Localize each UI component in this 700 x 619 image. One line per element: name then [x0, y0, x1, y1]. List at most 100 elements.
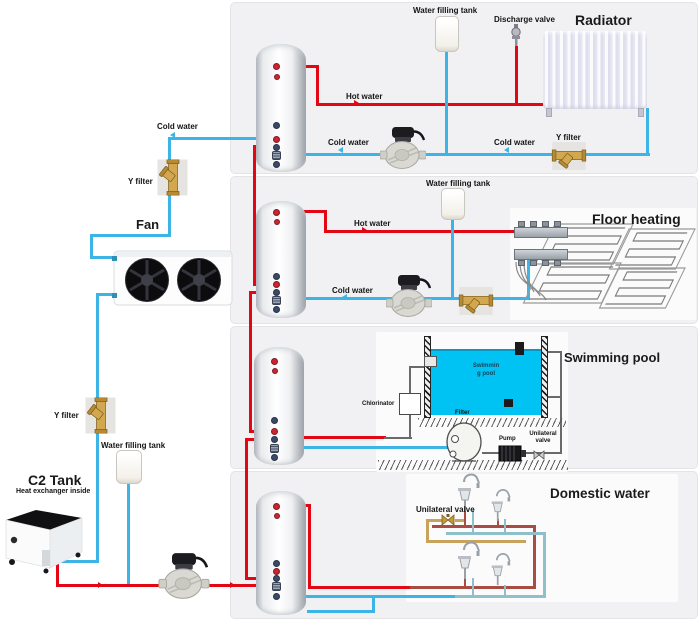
floor-coil-2: [608, 227, 700, 278]
pump-floor-circuit: [385, 274, 433, 323]
pipe-p3-filter-pump: [482, 452, 502, 454]
pipe-p3-skim-h: [546, 351, 562, 353]
chlorinator-label: Chlorinator: [362, 401, 395, 407]
cold-water-label-p1-left: Cold water: [328, 138, 369, 147]
discharge-valve-label: Discharge valve: [494, 15, 555, 24]
riser-cold-f1: [472, 510, 474, 534]
y-filter-floor-icon: [458, 287, 494, 320]
pipe-chain2-v: [249, 291, 252, 433]
water-filling-tank-left-label: Water filling tank: [101, 441, 166, 450]
y-filter-top-left-label: Y filter: [128, 177, 153, 186]
pipe-cold-return-top: [168, 137, 279, 140]
manifold-fitting-6: [530, 260, 537, 266]
pipe-p4-dcold-top: [446, 532, 546, 535]
hot-flow-arrow-p1: [354, 100, 359, 106]
manifold-top-rail: [514, 227, 568, 238]
domestic-unilateral-valve-label: Unilateral valve: [416, 505, 475, 514]
pipe-p1-filling-drop: [445, 50, 448, 155]
manifold-fitting-1: [518, 221, 525, 227]
pipe-p1-cold-main: [279, 153, 650, 156]
y-filter-bottom-left-icon: [81, 397, 116, 434]
c2-tank-subtitle: Heat exchanger inside: [16, 488, 91, 495]
manifold-fitting-8: [554, 260, 561, 266]
tank3-coil-return-port: [271, 428, 278, 435]
cold-water-label-left: Cold water: [157, 122, 198, 131]
y-filter-radiator-icon: [551, 142, 587, 175]
riser-hot-f2: [497, 519, 499, 527]
pipe-p4-recirc-2: [455, 519, 466, 522]
water-filling-tank-1: [435, 16, 459, 52]
pool-check-valve-icon: [533, 447, 545, 465]
pipe-p4-city-v: [372, 595, 375, 612]
faucet-1: [454, 470, 486, 517]
filter-vessel: [444, 418, 484, 469]
tank1-coil-return-port: [273, 136, 280, 143]
manifold-fitting-7: [542, 260, 549, 266]
tank3-coil-in-port: [271, 436, 278, 443]
pump-radiator-circuit: [379, 126, 427, 175]
floor-heating-title: Floor heating: [592, 211, 681, 227]
pipe-chain3-v: [245, 438, 248, 580]
pipe-p1-discharge-riser: [515, 46, 518, 106]
pipe-p3-gray-1: [384, 437, 412, 439]
cold-flow-arrow-left: [170, 132, 175, 138]
domestic-figure-bg: [406, 474, 678, 602]
pipe-filling-tank-left: [127, 482, 130, 586]
pipe-fan-outlet: [96, 293, 118, 296]
pipe-p4-dcold-bottom: [455, 595, 546, 598]
pipe-fan-inlet: [90, 256, 118, 259]
chlorinator-box: [399, 393, 421, 415]
tank3-relief-port: [272, 368, 278, 374]
pipe-p2-manifold-riser: [527, 254, 530, 300]
filter-label: Filter: [455, 410, 470, 416]
pipe-chain1-v: [253, 145, 256, 286]
tank2-coil-return-port: [273, 281, 280, 288]
riser-cold-f3: [472, 578, 474, 597]
faucet-3: [454, 538, 486, 585]
tank2-hot-out-port: [273, 209, 280, 216]
pool-inner-text-line2: g pool: [477, 371, 495, 377]
tank2-coil-in-port: [273, 289, 280, 296]
pipe-p3-pool-inlet-h: [409, 366, 428, 368]
pump-heat-pump-loop: [156, 552, 212, 605]
buffer-tank-4: [256, 491, 306, 615]
ground-hatch-pool: [418, 418, 566, 427]
pipe-p4-recirc-v: [426, 519, 429, 543]
tank1-relief-port: [274, 74, 280, 80]
pipe-c2-cold-inlet: [46, 560, 99, 563]
ground-hatch-equipment: [378, 460, 568, 470]
pool-inner-text: Swimmin g pool: [453, 362, 519, 378]
pipe-p2-filling-drop: [451, 218, 454, 299]
tank1-hot-out-port: [273, 63, 280, 70]
pool-inlet-fitting: [424, 356, 437, 367]
pipe-p3-drain-h: [546, 396, 562, 398]
pipe-p4-dcold-riser: [543, 532, 546, 598]
buffer-tank-1: [256, 44, 306, 172]
manifold-fitting-4: [554, 221, 561, 227]
pool-pump: [498, 444, 526, 467]
pipe-p4-hot-v: [308, 504, 311, 589]
pipe-p3-pool-inlet-v: [409, 366, 411, 394]
pipe-p1-hot-main: [316, 103, 546, 106]
discharge-valve-icon: [509, 24, 523, 51]
pipe-p3-hot-main: [298, 436, 386, 439]
fan-unit: [112, 249, 234, 312]
pipe-p1-hot-v: [316, 65, 319, 106]
tank4-cold-out-port: [273, 593, 280, 600]
hot-flow-arrow-2: [230, 582, 235, 588]
tank4-coil-in-flange: [272, 582, 281, 591]
pool-pump-label: Pump: [499, 436, 516, 442]
y-filter-radiator-label: Y filter: [556, 133, 581, 142]
pipe-cold-return-v2: [90, 234, 93, 259]
tank3-cold-flange: [270, 444, 279, 453]
pool-water: [431, 349, 541, 415]
manifold-fitting-5: [518, 260, 525, 266]
radiator-unit: [543, 31, 647, 109]
manifold-bottom-rail: [514, 249, 568, 260]
y-filter-top-left-icon: [153, 159, 188, 196]
pool-left-wall: [424, 336, 431, 418]
pool-inner-text-line1: Swimmin: [472, 363, 500, 369]
pipe-p3-chlorinator-riser: [409, 413, 411, 438]
tank2-port-a: [273, 273, 280, 280]
tank1-coil-in-port: [273, 144, 280, 151]
